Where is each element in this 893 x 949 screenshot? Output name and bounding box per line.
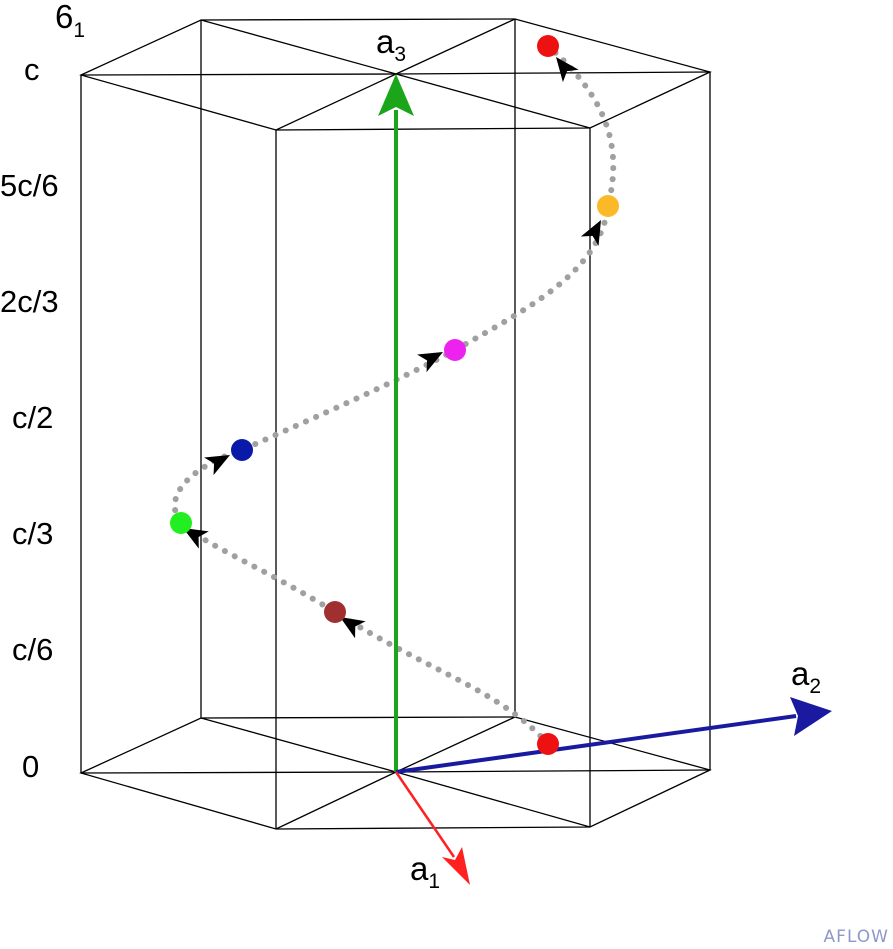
lattice-vectors bbox=[378, 74, 832, 885]
hexagonal-prism-wireframe bbox=[79, 18, 712, 830]
vector-a2-arrow bbox=[395, 697, 832, 774]
vector-a3-label: a3 bbox=[376, 23, 406, 66]
level-label-2c-third: 2c/3 bbox=[0, 284, 59, 319]
helix-arrowhead-1 bbox=[340, 617, 366, 639]
level-label-c-sixth: c/6 bbox=[12, 632, 53, 667]
aflow-watermark: AFLOW bbox=[823, 927, 889, 947]
prism-vertical-edges bbox=[80, 19, 711, 829]
atom-2 bbox=[324, 601, 346, 623]
helix-arrowhead-5 bbox=[580, 220, 601, 246]
height-level-labels: 0 c/6 c/3 c/2 2c/3 5c/6 c bbox=[0, 52, 59, 784]
atom-1 bbox=[537, 733, 559, 755]
atoms bbox=[170, 35, 619, 755]
level-label-c-half: c/2 bbox=[12, 400, 53, 435]
space-group-symbol: 61 bbox=[55, 0, 85, 42]
level-label-c-third: c/3 bbox=[12, 516, 53, 551]
bottom-face-triangulation bbox=[80, 716, 711, 830]
level-label-0: 0 bbox=[22, 749, 39, 784]
vector-a1-label: a1 bbox=[410, 850, 440, 893]
atom-3 bbox=[170, 512, 192, 534]
atom-7 bbox=[537, 35, 559, 57]
vector-a2-label: a2 bbox=[791, 655, 821, 698]
vector-a1-arrow bbox=[394, 771, 470, 885]
helix-arrowhead-2 bbox=[183, 528, 209, 549]
helix-arrowhead-4 bbox=[417, 352, 443, 373]
vector-a3-arrow bbox=[378, 74, 414, 772]
level-label-c: c bbox=[24, 52, 40, 87]
level-label-5c-sixth: 5c/6 bbox=[0, 168, 59, 203]
atom-5 bbox=[444, 339, 466, 361]
helix-arrowhead-6 bbox=[556, 57, 579, 83]
atom-6 bbox=[597, 195, 619, 217]
top-face-triangulation bbox=[80, 18, 711, 131]
helix-arrowhead-3 bbox=[204, 455, 230, 476]
atom-4 bbox=[231, 439, 253, 461]
helix-direction-arrows bbox=[183, 57, 601, 639]
